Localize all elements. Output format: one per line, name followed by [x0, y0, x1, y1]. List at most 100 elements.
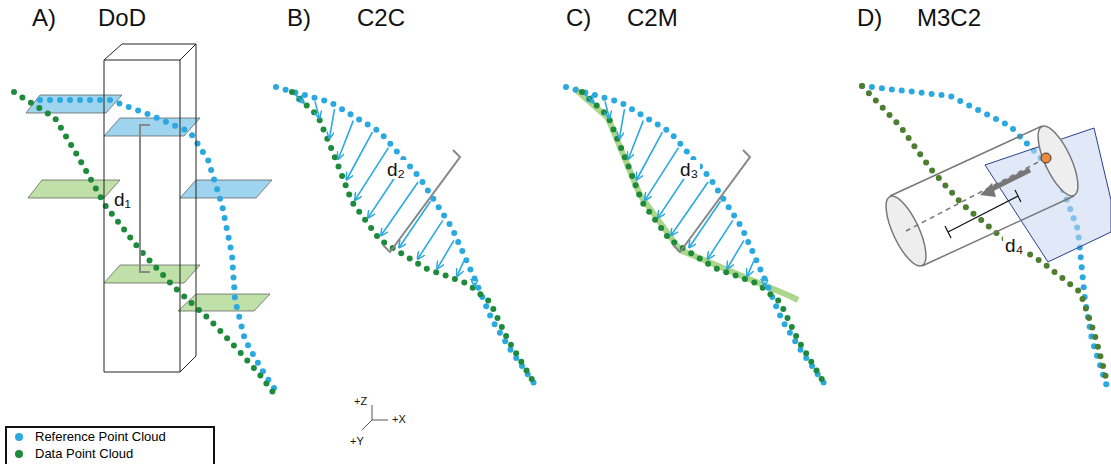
distance-arrow: [295, 94, 304, 103]
cloud-point: [244, 357, 250, 363]
cloud-point: [205, 158, 211, 164]
cloud-point: [163, 119, 169, 125]
cloud-point: [573, 87, 579, 93]
cloud-point: [757, 266, 763, 272]
cloud-point: [394, 148, 400, 154]
cloud-point: [618, 145, 624, 151]
cloud-point: [529, 376, 535, 382]
cloud-point: [611, 127, 617, 133]
cloud-point: [255, 360, 261, 366]
cloud-point: [78, 159, 84, 165]
cloud-point: [231, 274, 237, 280]
cloud-point: [452, 276, 458, 282]
cloud-point: [365, 122, 371, 128]
cloud-point: [767, 291, 773, 297]
cloud-point: [971, 211, 977, 217]
plane-patches: [26, 95, 272, 311]
cloud-point: [1086, 315, 1092, 321]
cloud-point: [436, 204, 442, 210]
cloud-point: [228, 245, 234, 251]
cloud-point: [374, 233, 380, 239]
cloud-point: [490, 306, 496, 312]
cloud-point: [1036, 257, 1042, 263]
cloud-point: [425, 187, 431, 193]
cloud-point: [273, 84, 279, 90]
legend-swatch: [15, 450, 23, 458]
cloud-point: [524, 367, 530, 373]
cloud-point: [381, 240, 387, 246]
distance-arrows: [295, 94, 475, 285]
cloud-point: [710, 179, 716, 185]
cloud-point: [68, 142, 74, 148]
cylinder: [878, 121, 1086, 271]
cloud-point: [381, 133, 387, 139]
cloud-point: [304, 103, 310, 109]
cloud-point: [47, 97, 53, 103]
cloud-point: [472, 276, 478, 282]
cloud-point: [232, 294, 238, 300]
cloud-point: [688, 250, 694, 256]
panel-letter: C): [566, 6, 591, 30]
cloud-point: [477, 291, 483, 297]
cloud-point: [407, 256, 413, 262]
cloud-point: [77, 97, 83, 103]
cloud-point: [879, 85, 885, 91]
cloud-point: [737, 221, 743, 227]
cloud-point: [97, 97, 103, 103]
cloud-point: [83, 168, 89, 174]
cloud-point: [1052, 269, 1058, 275]
cloud-point: [116, 101, 122, 107]
cloud-point: [1100, 363, 1106, 369]
cloud-point: [174, 287, 180, 293]
cloud-point: [224, 335, 230, 341]
legend-text: Data Point Cloud: [35, 446, 133, 461]
cloud-point: [455, 239, 461, 245]
cloud-point: [911, 143, 917, 149]
dimension-d3: [673, 150, 750, 252]
cloud-point: [121, 227, 127, 233]
cloud-point: [966, 103, 972, 109]
cloud-point: [467, 266, 473, 272]
cloud-point: [167, 279, 173, 285]
cloud-point: [492, 321, 498, 327]
cloud-point: [312, 95, 318, 101]
cloud-point: [332, 154, 338, 160]
cloud-point: [726, 204, 732, 210]
cloud-point: [339, 173, 345, 179]
cloud-point: [269, 389, 275, 395]
cloud-point: [889, 86, 895, 92]
legend-box: Reference Point CloudData Point Cloud: [5, 426, 215, 464]
cloud-point: [339, 106, 345, 112]
cloud-point: [1080, 274, 1086, 280]
prism: [104, 44, 196, 372]
cloud-point: [1075, 288, 1081, 294]
cloud-point: [222, 215, 228, 221]
cloud-point: [984, 112, 990, 118]
cloud-point: [302, 92, 308, 98]
cloud-point: [775, 298, 781, 304]
cloud-point: [697, 256, 703, 262]
cloud-point: [814, 367, 820, 373]
cloud-point: [715, 187, 721, 193]
cloud-point: [742, 276, 748, 282]
panel-title: C2C: [357, 6, 405, 30]
cloud-point: [866, 90, 872, 96]
cloud-point: [975, 107, 981, 113]
cloud-point: [420, 179, 426, 185]
distance-arrow: [637, 132, 663, 179]
cloud-point: [98, 194, 104, 200]
cloud-point: [356, 117, 362, 123]
cloud-point: [483, 303, 489, 309]
cloud-point: [919, 90, 925, 96]
cloud-point: [133, 242, 139, 248]
cloud-point: [785, 315, 791, 321]
cloud-point: [229, 254, 235, 260]
cloud-point: [909, 89, 915, 95]
distance-arrow: [457, 261, 463, 275]
cloud-point: [485, 298, 491, 304]
cloud-point: [346, 192, 352, 198]
cloud-point: [942, 182, 948, 188]
cloud-point: [956, 197, 962, 203]
cloud-point: [497, 330, 503, 336]
cloud-point: [36, 105, 42, 111]
